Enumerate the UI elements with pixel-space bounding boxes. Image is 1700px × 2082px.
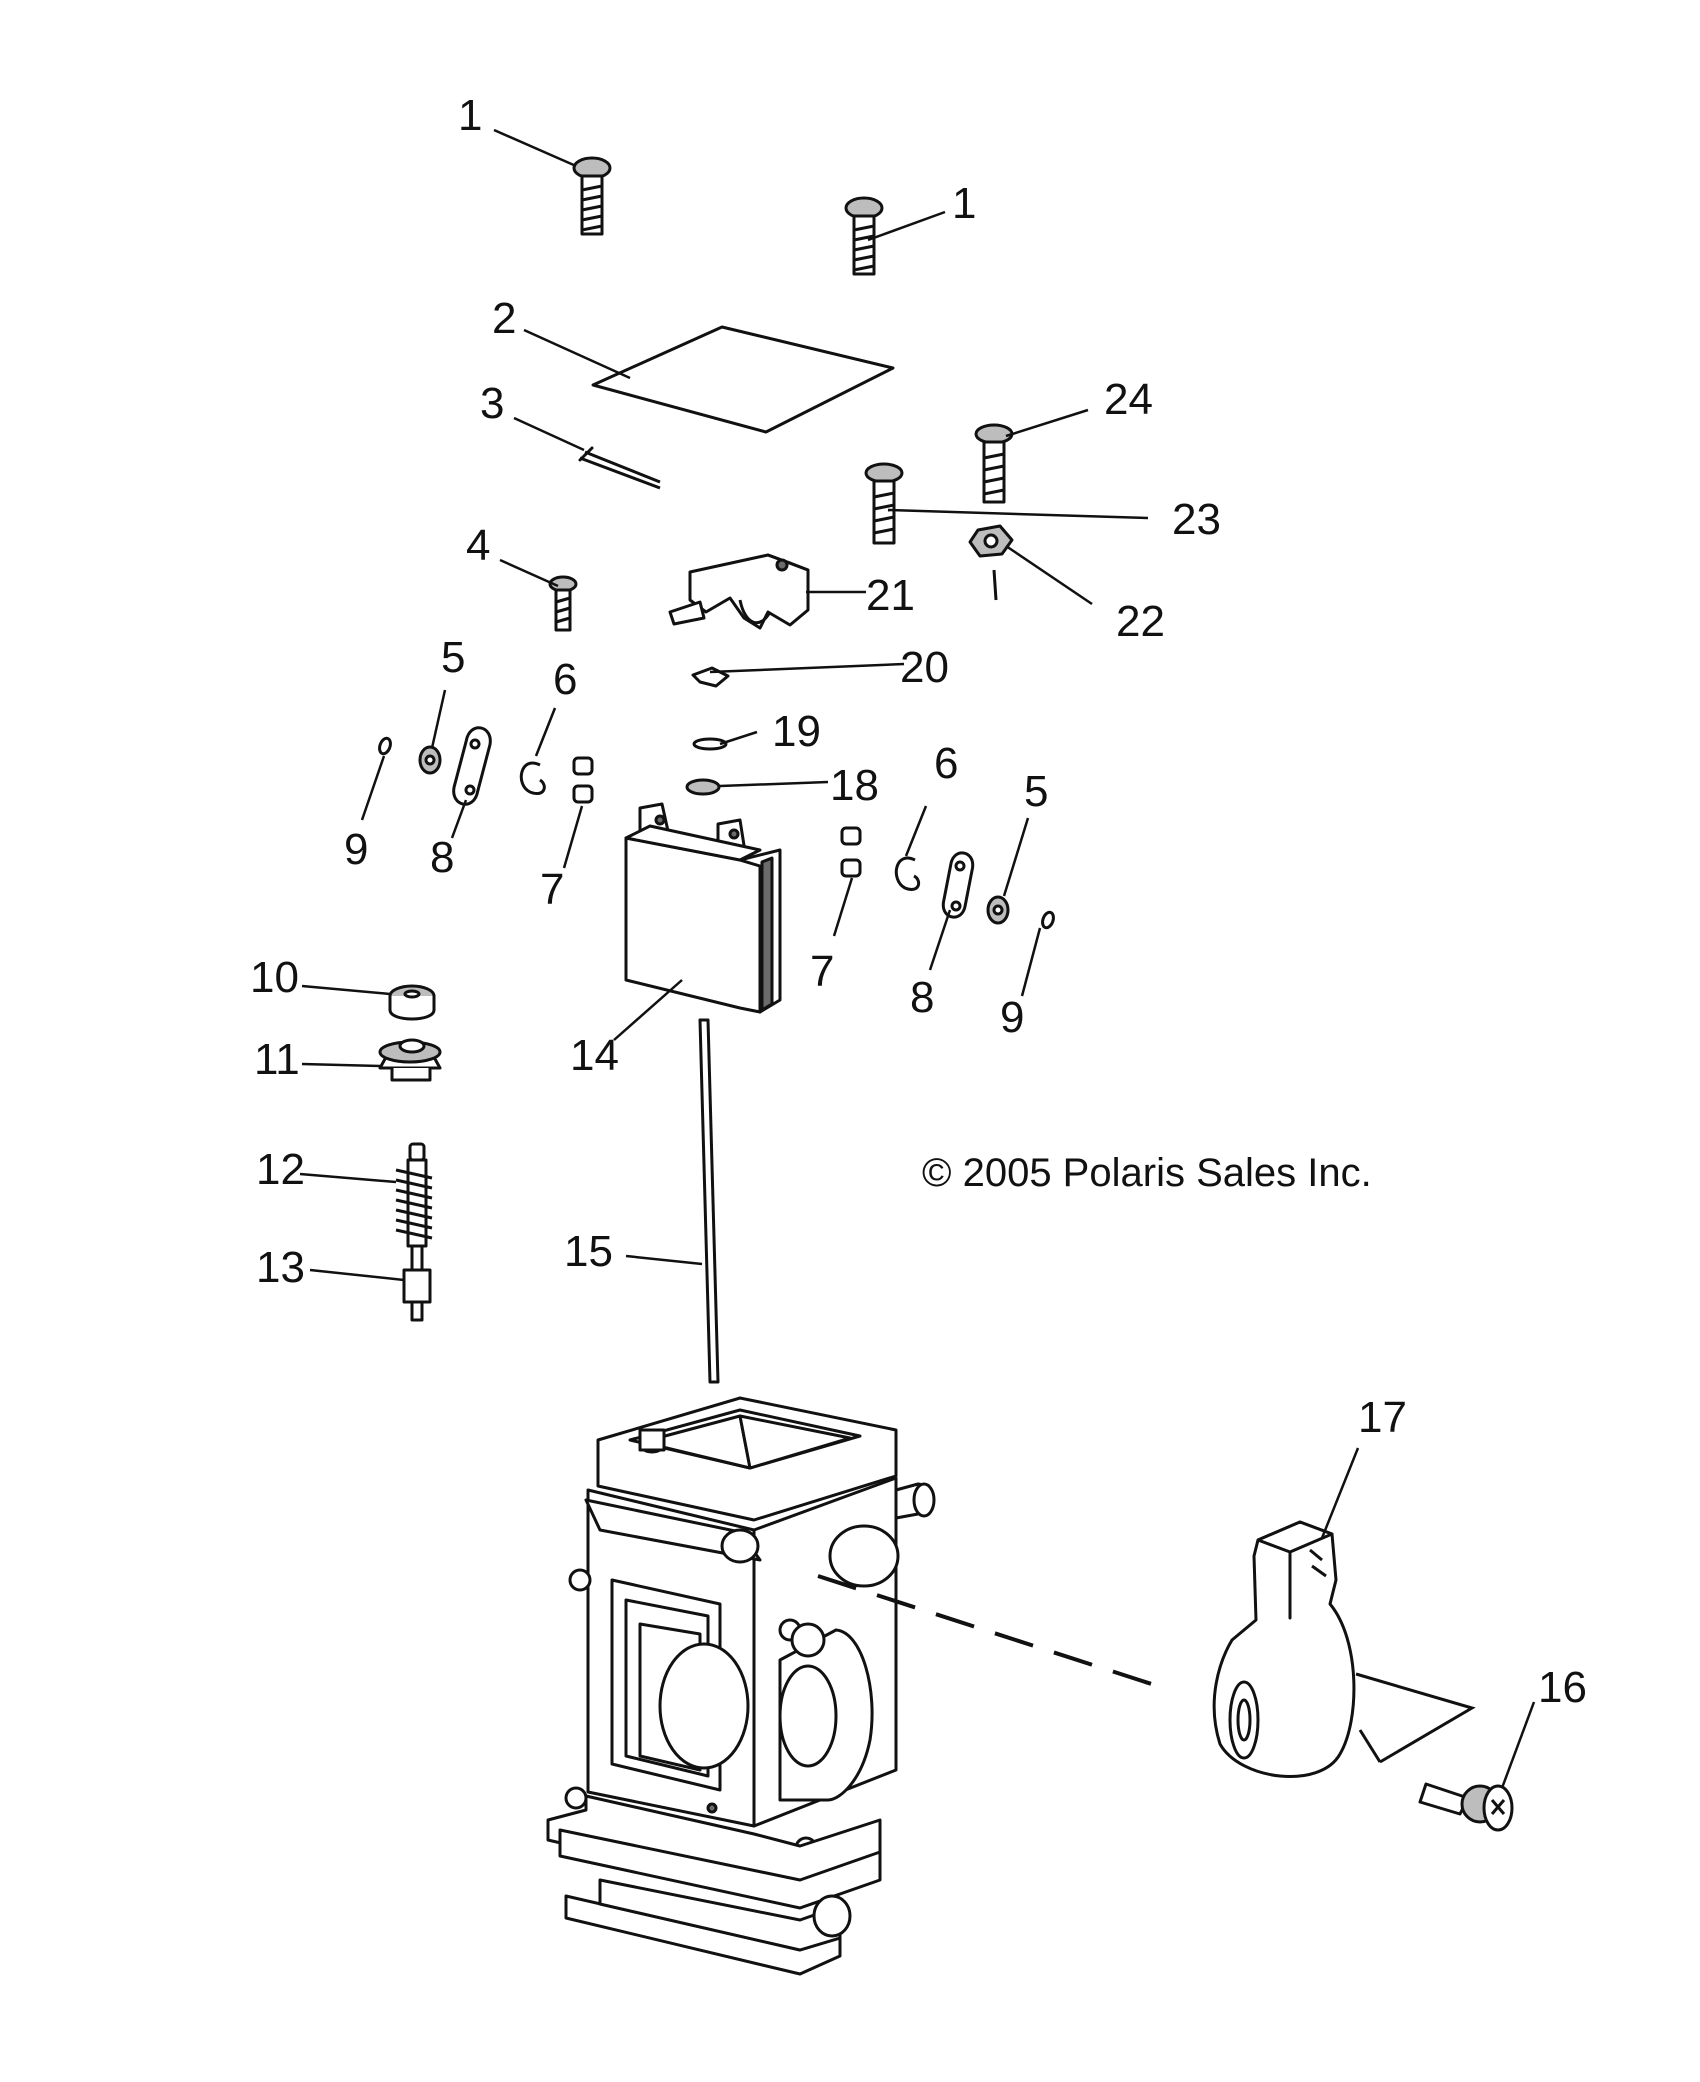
callout-14: 14 [570,1031,619,1080]
washer-part-5-left [418,745,442,775]
callout-5-left: 5 [441,633,465,682]
callout-6-left: 6 [553,655,577,704]
spring-part-12 [395,1142,433,1248]
clip-part-6-left [519,761,546,795]
callout-19: 19 [772,707,821,756]
callout-labels: 1 1 2 3 24 23 4 21 22 20 5 6 19 18 9 8 7… [250,91,1587,1712]
callout-23: 23 [1172,495,1221,544]
callout-18: 18 [830,761,879,810]
callout-1-left: 1 [458,91,482,140]
washer-part-10 [388,984,436,1021]
screw-part-23 [864,462,904,545]
callout-8-right: 8 [910,973,934,1022]
callout-9-left: 9 [344,825,368,874]
throttle-body-housing [546,1396,936,1976]
callout-5-right: 5 [1024,767,1048,816]
washer-part-18 [685,778,721,796]
callout-12: 12 [256,1145,305,1194]
callout-10: 10 [250,953,299,1002]
callout-24: 24 [1104,375,1153,424]
callout-9-right: 9 [1000,993,1024,1042]
washer-part-5-right [986,895,1010,925]
screw-part-16 [1418,1782,1514,1832]
cover-plate-part-2 [591,325,895,434]
copyright-notice: © 2005 Polaris Sales Inc. [922,1151,1372,1195]
callout-2: 2 [492,294,516,343]
callout-13: 13 [256,1243,305,1292]
rod-part-15 [698,1018,720,1384]
callout-22: 22 [1116,597,1165,646]
o-ring-part-19 [692,737,728,751]
bushing-part-7-right [840,826,862,878]
gasket-part-3 [578,446,661,490]
callout-20: 20 [900,643,949,692]
callout-16: 16 [1538,1663,1587,1712]
screw-part-24 [974,423,1014,504]
screw-part-1-right [844,196,884,276]
callout-11: 11 [254,1035,300,1084]
callout-6-right: 6 [934,739,958,788]
nut-part-11 [378,1038,442,1082]
ring-part-9-left [378,736,392,756]
needle-part-13 [402,1244,432,1322]
screw-part-1-left [572,156,612,236]
callout-3: 3 [480,379,504,428]
bracket-part-21 [668,553,810,630]
callout-8-left: 8 [430,833,454,882]
leader-lines [299,128,1536,1789]
callout-4: 4 [466,521,490,570]
ring-part-9-right [1041,910,1055,930]
valve-block-part-14 [624,802,782,1014]
callout-1-right: 1 [952,179,976,228]
clip-part-6-right [894,856,921,891]
callout-15: 15 [564,1227,613,1276]
link-part-8-left [452,726,492,806]
bushing-part-7-left [572,756,594,804]
throttle-sensor-part-17 [1212,1520,1476,1778]
callout-17: 17 [1358,1393,1407,1442]
callout-7-right: 7 [810,947,834,996]
link-part-8-right [941,851,975,919]
callout-21: 21 [866,571,915,620]
callout-7-left: 7 [540,865,564,914]
nut-part-22 [968,524,1014,601]
screw-part-4 [548,575,578,632]
